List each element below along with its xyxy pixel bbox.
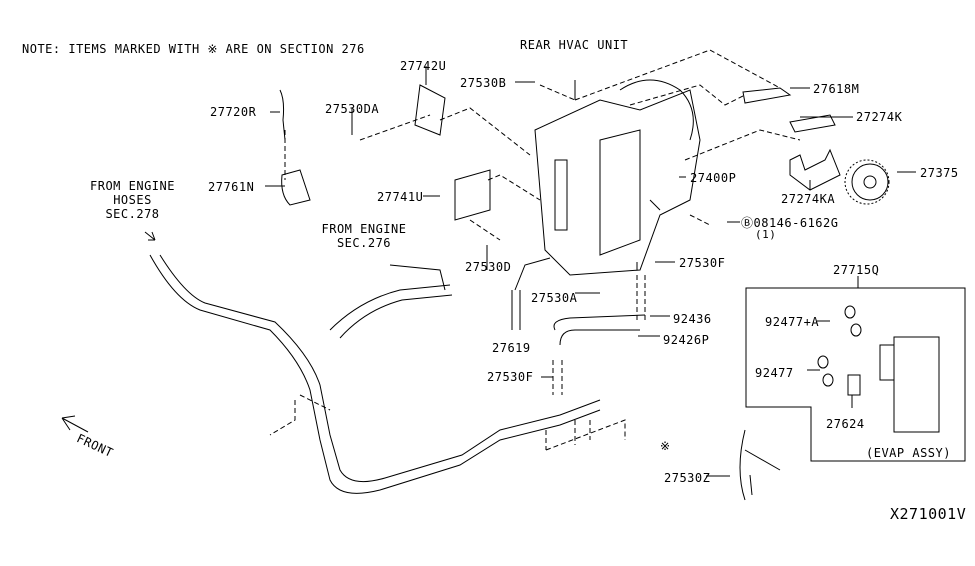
hose-lines [149, 254, 781, 501]
part-08146-6162G[interactable]: Ⓑ08146-6162G [741, 216, 839, 230]
part-27720R[interactable]: 27720R [210, 105, 257, 119]
note-line: FROM ENGINE [90, 179, 175, 193]
part-27274KA[interactable]: 27274KA [781, 192, 836, 206]
part-27530D[interactable]: 27530D [465, 260, 512, 274]
note-text: NOTE: ITEMS MARKED WITH ※ ARE ON SECTION… [22, 42, 365, 56]
evap-assy-label: (EVAP ASSY) [866, 446, 951, 460]
from-engine-sec-note: FROM ENGINE SEC.276 [318, 223, 410, 249]
diagram-title: REAR HVAC UNIT [520, 38, 629, 52]
hvac-unit-drawing [534, 79, 701, 276]
part-27274K[interactable]: 27274K [856, 110, 903, 124]
part-92426P[interactable]: 92426P [663, 333, 710, 347]
part-27742U[interactable]: 27742U [400, 59, 447, 73]
part-27741U[interactable]: 27741U [377, 190, 424, 204]
part-27624[interactable]: 27624 [826, 417, 865, 431]
part-27530F-bottom[interactable]: 27530F [487, 370, 534, 384]
note-line: HOSES [113, 193, 152, 207]
part-92477[interactable]: 92477 [755, 366, 794, 380]
part-27530A[interactable]: 27530A [531, 291, 578, 305]
part-27530Z[interactable]: 27530Z [664, 471, 711, 485]
part-27618M[interactable]: 27618M [813, 82, 860, 96]
part-92477-A[interactable]: 92477+A [765, 315, 820, 329]
front-arrow [61, 415, 89, 433]
from-engine-hoses-note: FROM ENGINE HOSES SEC.278 [80, 180, 185, 220]
note-line: SEC.278 [105, 207, 160, 221]
note-line: FROM ENGINE [321, 222, 407, 236]
part-27400P[interactable]: 27400P [690, 171, 737, 185]
part-27715Q[interactable]: 27715Q [833, 263, 880, 277]
part-92436[interactable]: 92436 [673, 312, 712, 326]
diagram-id: X271001V [890, 505, 967, 523]
evap-assy-box [745, 287, 966, 462]
part-27761N[interactable]: 27761N [208, 180, 255, 194]
part-27530B[interactable]: 27530B [460, 76, 507, 90]
part-27530DA[interactable]: 27530DA [325, 102, 380, 116]
part-27375[interactable]: 27375 [920, 166, 959, 180]
part-27530F-top[interactable]: 27530F [679, 256, 726, 270]
part-08146-qty: (1) [755, 228, 777, 241]
note-line: SEC.276 [336, 236, 392, 250]
asterisk-mark: ※ [660, 439, 671, 453]
part-27619[interactable]: 27619 [492, 341, 531, 355]
